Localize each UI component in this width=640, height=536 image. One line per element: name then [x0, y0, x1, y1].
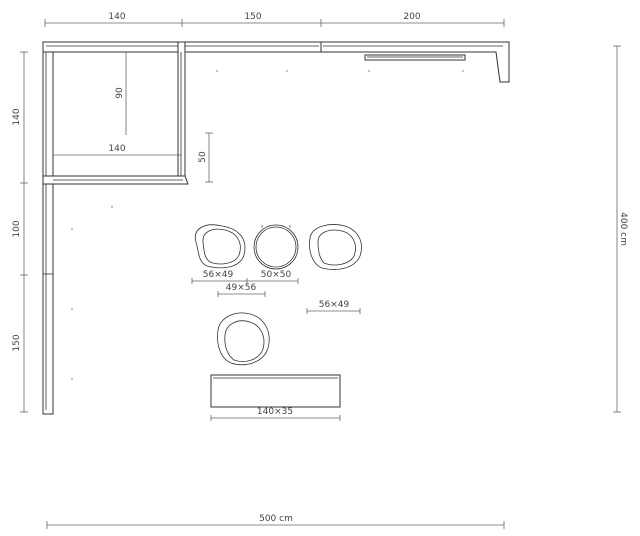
round-chair-size: 50×50: [261, 270, 292, 280]
left-dim-label-2: 100: [12, 220, 22, 237]
left-dim-label-3: 150: [12, 334, 22, 351]
round-chair: [253, 224, 299, 270]
reference-dots: [71, 70, 464, 380]
chair-row-dim-line: [191, 278, 299, 284]
armchair-right: [309, 224, 362, 270]
bench: [210, 374, 341, 408]
inner-width-label: 140: [108, 144, 125, 154]
total-height-dim-line: [613, 45, 621, 413]
armchair-right-dim-line: [306, 308, 361, 314]
armchair-left-size: 56×49: [203, 270, 234, 280]
armchair-left: [194, 224, 246, 269]
top-dim-label-1: 140: [108, 12, 125, 22]
pair-span-dim-line: [217, 291, 266, 297]
top-middle-wall-unit: [181, 41, 322, 53]
top-left-wall-unit: [42, 41, 184, 53]
inner-height-label: 90: [115, 87, 125, 99]
top-dim-label-2: 150: [244, 12, 261, 22]
top-dimension-line: [44, 19, 505, 27]
armchair-lower: [217, 312, 270, 366]
left-dimension-line: [20, 51, 28, 413]
left-wall-unit: [42, 41, 54, 415]
shelf-depth-dim: [205, 132, 213, 183]
wall-shelf-fixture: [364, 54, 466, 61]
bench-dim-line: [210, 415, 341, 421]
armchair-right-size: 56×49: [319, 300, 350, 310]
total-width-label: 500 cm: [259, 514, 293, 524]
pair-span-size: 49×56: [226, 283, 257, 293]
shelf-depth-label: 50: [198, 151, 208, 163]
total-height-label: 400 cm: [618, 212, 628, 246]
inner-cabinet-vertical: [177, 41, 186, 185]
top-dim-label-3: 200: [403, 12, 420, 22]
top-right-wall-unit: [320, 41, 510, 83]
inner-cabinet-horizontal: [42, 175, 189, 185]
left-dim-label-1: 140: [12, 108, 22, 125]
total-width-dim-line: [46, 521, 505, 529]
bench-size: 140×35: [257, 407, 293, 417]
